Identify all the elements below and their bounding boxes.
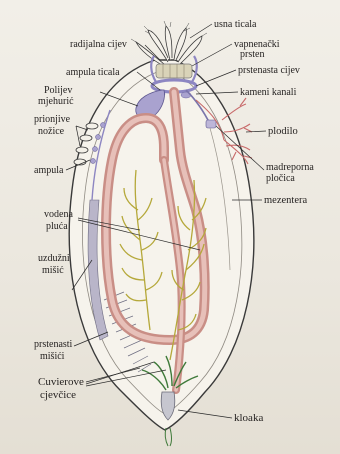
label-uzduzni: uzdužni bbox=[38, 253, 70, 264]
label-radijalna-cijev: radijalna cijev bbox=[70, 39, 127, 50]
label-prsten: prsten bbox=[240, 49, 264, 60]
label-ampula-ticala: ampula ticala bbox=[66, 67, 120, 78]
label-plocica: pločica bbox=[266, 173, 295, 184]
label-pluca: pluća bbox=[46, 221, 68, 232]
label-nozice: nožice bbox=[38, 126, 65, 137]
label-madreporna: madreporna bbox=[266, 162, 314, 173]
anus-tip bbox=[165, 428, 171, 446]
label-misic: mišić bbox=[42, 265, 64, 276]
label-mjehuric: mjehurić bbox=[38, 96, 74, 107]
label-prionjive: prionjive bbox=[34, 114, 71, 125]
label-kloaka: kloaka bbox=[234, 412, 263, 424]
label-usna-ticala: usna ticala bbox=[214, 19, 257, 30]
label-prstenasta-cijev: prstenasta cijev bbox=[238, 65, 300, 76]
label-mezentera: mezentera bbox=[264, 195, 307, 206]
label-vodena: vodena bbox=[44, 209, 73, 220]
calcareous-ring bbox=[156, 64, 192, 78]
label-plodilo: plodilo bbox=[268, 126, 298, 137]
label-cjevcice: cjevčice bbox=[40, 389, 76, 401]
label-polijev: Polijev bbox=[44, 85, 72, 96]
madreporic-plate bbox=[206, 120, 216, 128]
label-prstenasti: prstenasti bbox=[34, 339, 73, 350]
label-misici: mišići bbox=[40, 351, 65, 362]
label-cuvierove: Cuvierove bbox=[38, 376, 84, 388]
label-kameni-kanali: kameni kanali bbox=[240, 87, 297, 98]
label-ampula: ampula bbox=[34, 165, 64, 176]
